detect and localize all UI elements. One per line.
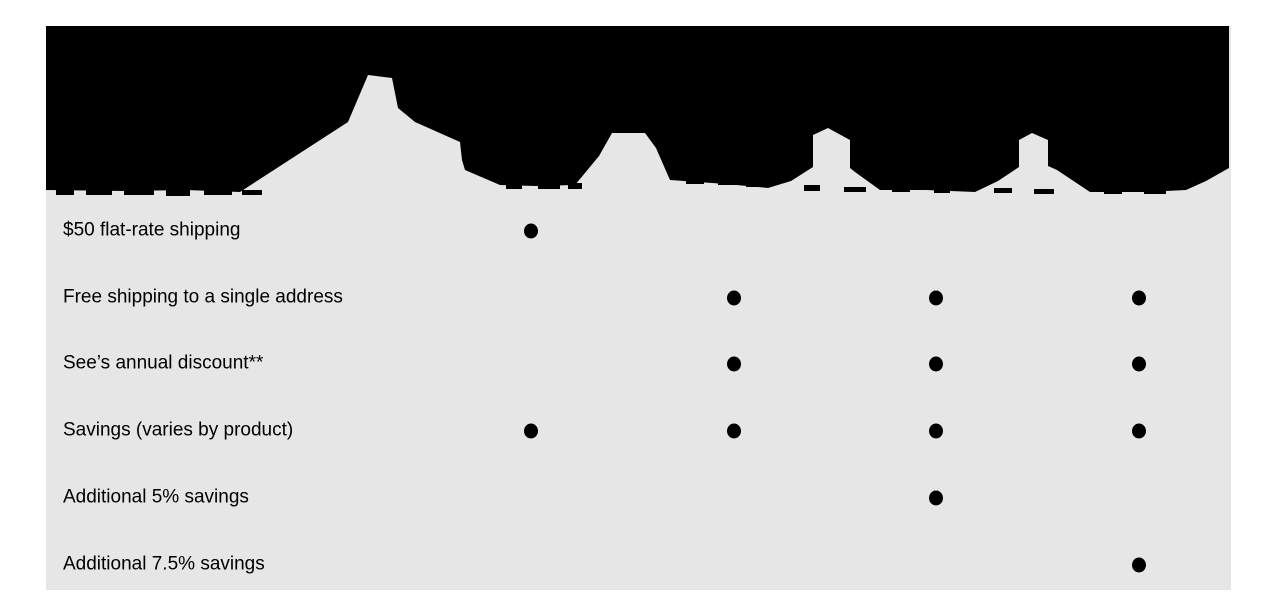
- bullet-dot: [929, 356, 943, 372]
- bullet-dot: [727, 423, 741, 439]
- bullet-dot: [929, 423, 943, 439]
- bullet-dot: [1132, 290, 1146, 306]
- table-row: Savings (varies by product): [46, 398, 1231, 464]
- bullet-dot: [1132, 423, 1146, 439]
- table-row: Additional 5% savings: [46, 465, 1231, 531]
- table-row: $50 flat-rate shipping: [46, 198, 1231, 264]
- bullet-dot: [929, 490, 943, 506]
- row-label: Free shipping to a single address: [63, 286, 343, 308]
- bullet-dot: [1132, 557, 1146, 572]
- row-label: Additional 5% savings: [63, 486, 249, 508]
- row-label: $50 flat-rate shipping: [63, 219, 241, 241]
- illegible-header-graphic: [46, 26, 1229, 196]
- table-row: See’s annual discount**: [46, 331, 1231, 397]
- bullet-dot: [524, 423, 538, 439]
- bullet-dot: [524, 223, 538, 239]
- row-label: Additional 7.5% savings: [63, 553, 265, 575]
- table-row: Additional 7.5% savings: [46, 532, 1231, 598]
- table-row: Free shipping to a single address: [46, 265, 1231, 331]
- row-label: See’s annual discount**: [63, 352, 264, 374]
- bullet-dot: [929, 290, 943, 306]
- bullet-dot: [1132, 356, 1146, 372]
- row-label: Savings (varies by product): [63, 419, 294, 441]
- header-banner: [46, 26, 1229, 198]
- bullet-dot: [727, 356, 741, 372]
- bullet-dot: [727, 290, 741, 306]
